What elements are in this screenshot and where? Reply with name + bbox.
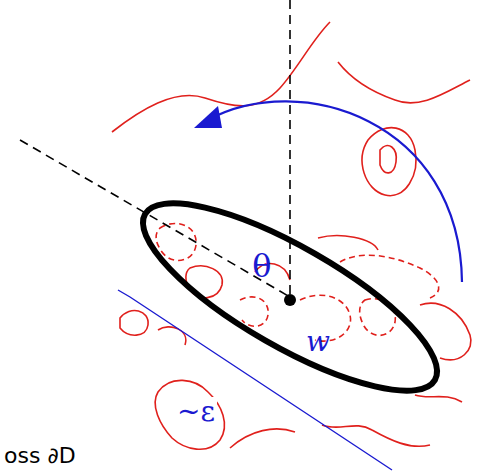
ellipse [120,171,460,424]
width-label: w [306,328,330,356]
width-bracket [118,290,392,470]
caption-fragment: oss ∂D [4,445,76,467]
rotation-arc [208,101,462,282]
contour-lines [112,22,471,449]
vertical-axis [289,0,291,297]
arrowhead [194,106,222,128]
center-dot [284,294,296,306]
scale-label: ~ε [175,397,217,427]
angle-label: θ [252,250,271,282]
